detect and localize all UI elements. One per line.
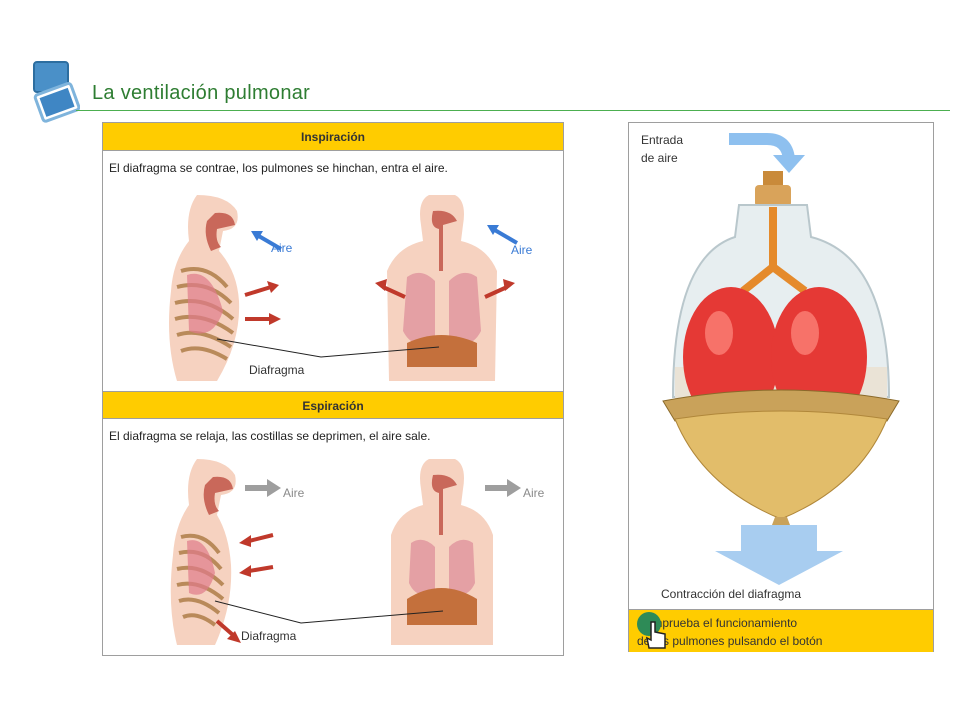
expansion-arrow-front-right [484, 279, 515, 299]
hand-pointer-button[interactable] [635, 610, 669, 654]
air-out-arrow-left [245, 479, 281, 497]
expansion-arrows-left [244, 281, 281, 325]
air-label-out-left: Aire [283, 486, 305, 500]
expansion-arrow-front-left [375, 279, 406, 299]
diaphragm-contraction-caption: Contracción del diafragma [661, 587, 802, 601]
breathing-panel: Inspiración El diafragma se contrae, los… [102, 122, 564, 656]
air-label-in-left: Aire [271, 241, 293, 255]
inspiration-description: El diafragma se contrae, los pulmones se… [109, 161, 448, 175]
expiration-description: El diafragma se relaja, las costillas se… [109, 429, 431, 443]
inspiration-heading: Inspiración [103, 123, 563, 151]
diaphragm-pointer-lines [216, 338, 440, 358]
model-instruction-text: Comprueba el funcionamiento de los pulmo… [637, 616, 823, 648]
model-instruction-bar: Comprueba el funcionamiento de los pulmo… [629, 609, 933, 652]
compression-arrow-front-left [215, 619, 241, 643]
expiration-front-view [391, 459, 493, 645]
air-entry-label: Entrada de aire [641, 133, 684, 165]
page-title: La ventilación pulmonar [92, 82, 311, 104]
lung-model-panel: Entrada de aire Contracción del diafragm… [628, 122, 934, 652]
title-divider [76, 110, 950, 111]
air-entry-arrow [729, 133, 805, 173]
air-label-out-right: Aire [523, 486, 545, 500]
diaphragm-pointer-lines-2 [214, 600, 444, 624]
expiration-heading: Espiración [103, 391, 563, 419]
inspiration-front-view [387, 195, 497, 381]
inspiration-side-view [169, 195, 240, 381]
diaphragm-pull-arrow [715, 525, 843, 585]
logo-icon [33, 61, 80, 123]
air-in-arrow-left [251, 231, 283, 251]
air-label-in-right: Aire [511, 243, 533, 257]
diaphragm-label-inspiration: Diafragma [249, 363, 305, 377]
compression-arrows-left [239, 533, 274, 577]
bell-jar-model [662, 171, 900, 533]
expiration-side-view [170, 459, 236, 645]
air-in-arrow-right [487, 225, 519, 245]
diaphragm-label-expiration: Diafragma [241, 629, 297, 643]
air-out-arrow-right [485, 479, 521, 497]
